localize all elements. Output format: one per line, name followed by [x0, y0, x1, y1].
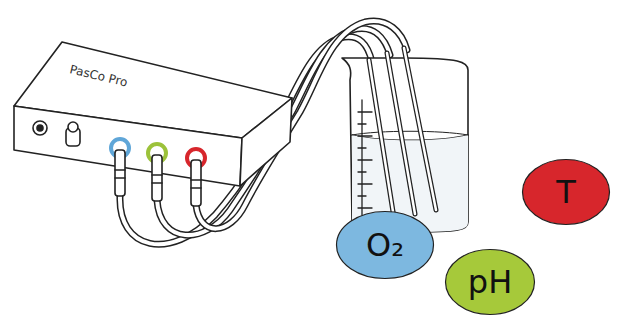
probes — [369, 48, 436, 218]
oxygen-sensor-badge: O₂ — [335, 210, 435, 280]
sensor-label: O₂ — [366, 226, 404, 264]
sensor-label: T — [556, 173, 576, 211]
temperature-sensor-badge: T — [521, 158, 611, 226]
data-logger — [14, 42, 292, 206]
sensor-label: pH — [468, 263, 512, 301]
ph-sensor-badge: pH — [444, 248, 536, 316]
